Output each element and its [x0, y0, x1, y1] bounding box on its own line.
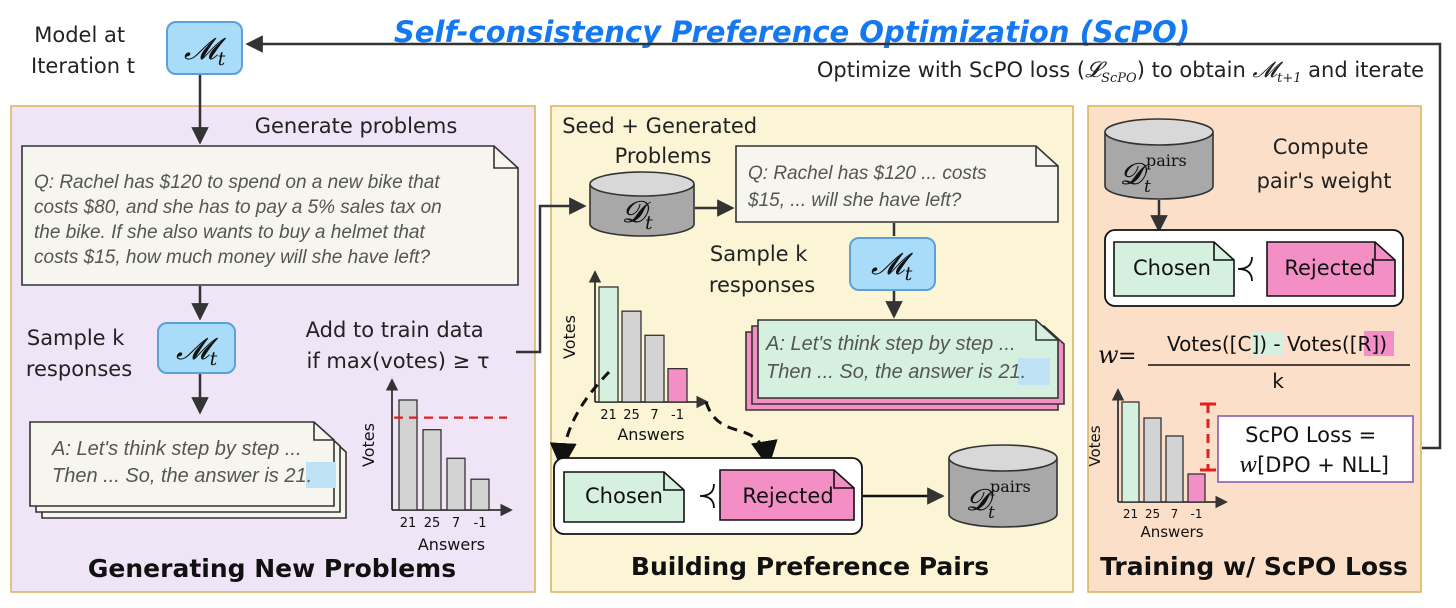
bar-25 [1143, 417, 1162, 503]
optimize-text: Optimize with ScPO loss (𝓛ScPO) to obtai… [817, 58, 1424, 86]
bar-7 [644, 334, 665, 403]
svg-text:=: = [1118, 344, 1136, 369]
bar--1 [667, 367, 688, 403]
panel-title-generating: Generating New Problems [88, 554, 456, 583]
answer-line-1: A: Let's think step by step ... [51, 438, 302, 460]
bar-21 [398, 399, 418, 511]
svg-text:A: Let's think step by step ..: A: Let's think step by step ... Then ...… [51, 438, 312, 487]
x-axis-label: Answers [1140, 523, 1203, 541]
bar-21 [598, 286, 619, 403]
tick-label--1: -1 [474, 516, 487, 531]
answer-stack-generate: A: Let's think step by step ... Then ...… [29, 421, 347, 519]
sample-k-label-1: Sample k responses [26, 326, 132, 381]
weight-var: w [1098, 341, 1119, 369]
compute-weight-label: Compute pair's weight [1257, 135, 1392, 193]
svg-text:Q: Rachel has $120 ... costs: Q: Rachel has $120 ... costs $15, ... wi… [747, 163, 992, 211]
y-axis-label: Votes [1086, 425, 1104, 466]
question-note: Q: Rachel has $120 to spend on a new bik… [21, 145, 519, 286]
vote-gap-marker [1200, 402, 1216, 472]
question-note-short: Q: Rachel has $120 ... costs $15, ... wi… [735, 145, 1059, 223]
tick-label--1: -1 [1191, 507, 1203, 521]
tick-label-25: 25 [1145, 507, 1160, 521]
question-line-2: costs $80, and she has to pay a 5% sales… [34, 197, 442, 218]
tick-label-21: 21 [1123, 507, 1138, 521]
bar-25 [422, 429, 442, 511]
svg-text:Q: Rachel has $120 to spend on: Q: Rachel has $120 to spend on a new bik… [34, 172, 447, 268]
weight-formula: w = Votes([C]) - Votes([R]) k [1098, 331, 1410, 393]
preference-pair-train: Chosen Rejected [1104, 229, 1404, 307]
answer-line-2: Then ... So, the answer is [52, 465, 284, 487]
weight-denominator: k [1272, 369, 1284, 393]
tick-label-21: 21 [400, 516, 417, 531]
rejected-label-build: Rejected [742, 484, 833, 508]
tick-label-25: 25 [623, 408, 640, 423]
loss-line-1: ScPO Loss = [1245, 423, 1376, 447]
sample-k-label-2: Sample k responses [709, 242, 815, 297]
question-line-1: Q: Rachel has $120 to spend on a new bik… [34, 172, 440, 193]
tick-label-7: 7 [452, 516, 460, 531]
answer-stack-build: A: Let's think step by step ... Then ...… [745, 319, 1065, 411]
add-to-train-label: Add to train data if max(votes) ≥ τ [306, 318, 491, 373]
bar-7 [1165, 435, 1184, 503]
seed-label: Seed + Generated Problems [562, 114, 764, 168]
svg-text:A: Let's think step by step ..: A: Let's think step by step ... Then ...… [765, 333, 1026, 383]
chosen-label-build: Chosen [585, 484, 663, 508]
model-label-line1: Model at [34, 23, 125, 47]
question-line-3: the bike. If she also wants to buy a hel… [34, 222, 426, 243]
tick-label-25: 25 [424, 516, 441, 531]
x-axis-label: Answers [617, 425, 684, 444]
generate-problems-label: Generate problems [255, 114, 458, 138]
rejected-label-train: Rejected [1284, 256, 1375, 280]
panel-title-building: Building Preference Pairs [631, 552, 989, 581]
weight-numerator: Votes([C]) - Votes([R]) [1167, 332, 1387, 356]
tick-label-7: 7 [1171, 507, 1179, 521]
feedback-loop-arrow [245, 35, 1442, 450]
model-label: Model at Iteration t [31, 23, 135, 78]
tick-label-21: 21 [600, 408, 617, 423]
answer-value: 21 [283, 465, 306, 487]
y-axis-label: Votes [560, 315, 579, 359]
model-label-line2: Iteration t [31, 54, 135, 78]
dataset-cylinder: 𝓓t [589, 171, 695, 237]
question-line-4: costs $15, how much money will she have … [34, 247, 430, 268]
preference-pair-build: Chosen Rejected [553, 457, 863, 535]
model-sub: t [218, 48, 226, 70]
model-box-top: 𝓜t [166, 21, 243, 75]
svg-text:ScPO Loss = w[DPO + NLL]: ScPO Loss = w[DPO + NLL] [1239, 423, 1389, 477]
arrow-add-to-dataset [516, 197, 587, 354]
bar-21 [1121, 401, 1140, 503]
bar--1 [470, 478, 490, 511]
scpo-loss-box: ScPO Loss = w[DPO + NLL] [1217, 415, 1414, 483]
panel-title-training: Training w/ ScPO Loss [1100, 552, 1408, 581]
loss-line-2: [DPO + NLL] [1257, 453, 1389, 477]
bar--1 [1187, 473, 1206, 503]
dashed-arrow-to-chosen [549, 370, 611, 471]
y-axis-label: Votes [359, 423, 378, 467]
tick-label--1: -1 [671, 408, 684, 423]
model-box-build: 𝓜t [849, 237, 936, 291]
model-box-generate: 𝓜t [157, 322, 236, 374]
chosen-label-train: Chosen [1133, 256, 1211, 280]
bar-25 [621, 310, 642, 403]
x-axis-label: Answers [418, 535, 485, 554]
tick-label-7: 7 [650, 408, 658, 423]
bar-7 [446, 457, 466, 511]
